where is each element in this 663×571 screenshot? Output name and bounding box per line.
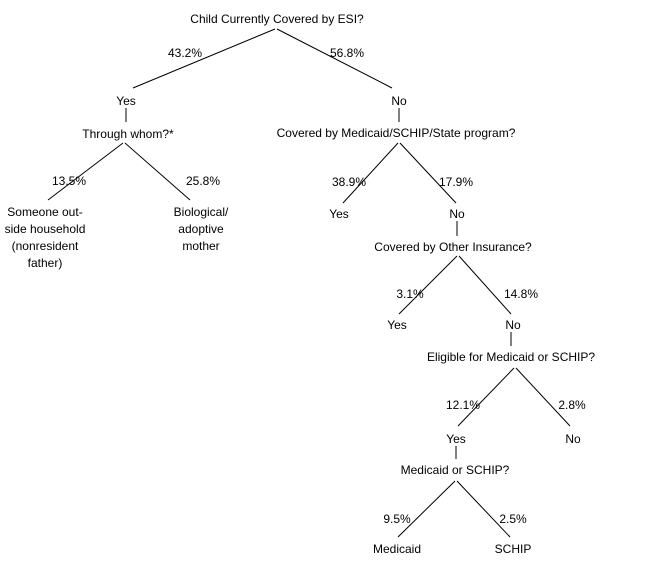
branch-line bbox=[399, 142, 457, 204]
pct-state-no: 17.9% bbox=[438, 175, 474, 189]
question-esi: Child Currently Covered by ESI? bbox=[190, 12, 364, 26]
leaf-line: Someone out- bbox=[7, 205, 83, 219]
pct-esi-no: 56.8% bbox=[329, 46, 365, 60]
answer-other-yes: Yes bbox=[387, 318, 407, 332]
leaf-schip: SCHIP bbox=[494, 542, 532, 556]
branch-line bbox=[124, 142, 191, 201]
answer-state-no: No bbox=[449, 207, 465, 221]
answer-state-yes: Yes bbox=[329, 207, 349, 221]
pct-eligible-no: 2.8% bbox=[558, 398, 586, 412]
branch-line bbox=[397, 480, 456, 538]
pct-biological-mother: 25.8% bbox=[185, 174, 221, 188]
question-other-insurance: Covered by Other Insurance? bbox=[374, 240, 532, 254]
leaf-line: side household bbox=[4, 222, 86, 236]
branch-line bbox=[515, 367, 571, 427]
pct-esi-yes: 43.2% bbox=[167, 46, 203, 60]
leaf-medicaid: Medicaid bbox=[372, 542, 422, 556]
answer-eligible-yes: Yes bbox=[446, 432, 466, 446]
answer-esi-yes: Yes bbox=[116, 94, 136, 108]
leaf-line: mother bbox=[182, 239, 220, 253]
branch-line bbox=[457, 367, 515, 427]
leaf-line: adoptive bbox=[178, 222, 224, 236]
leaf-nonresident-father: Someone out- side household (nonresident… bbox=[5, 204, 86, 272]
branch-line bbox=[132, 28, 276, 89]
pct-other-yes: 3.1% bbox=[396, 287, 424, 301]
branch-line bbox=[398, 255, 458, 315]
pct-medicaid: 9.5% bbox=[383, 512, 411, 526]
leaf-line: (nonresident bbox=[11, 239, 79, 253]
branch-line bbox=[458, 255, 512, 315]
answer-esi-no: No bbox=[391, 94, 407, 108]
question-through-whom: Through whom?* bbox=[82, 127, 174, 141]
leaf-line: father) bbox=[27, 256, 63, 270]
branch-line bbox=[456, 480, 511, 538]
pct-outside-household: 13.5% bbox=[51, 174, 87, 188]
pct-other-no: 14.8% bbox=[503, 287, 539, 301]
leaf-line: Biological/ bbox=[173, 205, 229, 219]
pct-eligible-yes: 12.1% bbox=[445, 398, 481, 412]
pct-schip: 2.5% bbox=[499, 512, 527, 526]
pct-state-yes: 38.9% bbox=[331, 175, 367, 189]
answer-eligible-no: No bbox=[565, 432, 581, 446]
branch-line bbox=[47, 142, 124, 201]
question-medicaid-schip-state: Covered by Medicaid/SCHIP/State program? bbox=[276, 126, 516, 140]
branch-line bbox=[342, 142, 399, 204]
leaf-biological-mother: Biological/ adoptive mother bbox=[174, 204, 229, 255]
question-eligible: Eligible for Medicaid or SCHIP? bbox=[426, 350, 596, 364]
answer-other-no: No bbox=[505, 318, 521, 332]
question-medicaid-or-schip: Medicaid or SCHIP? bbox=[400, 463, 510, 477]
